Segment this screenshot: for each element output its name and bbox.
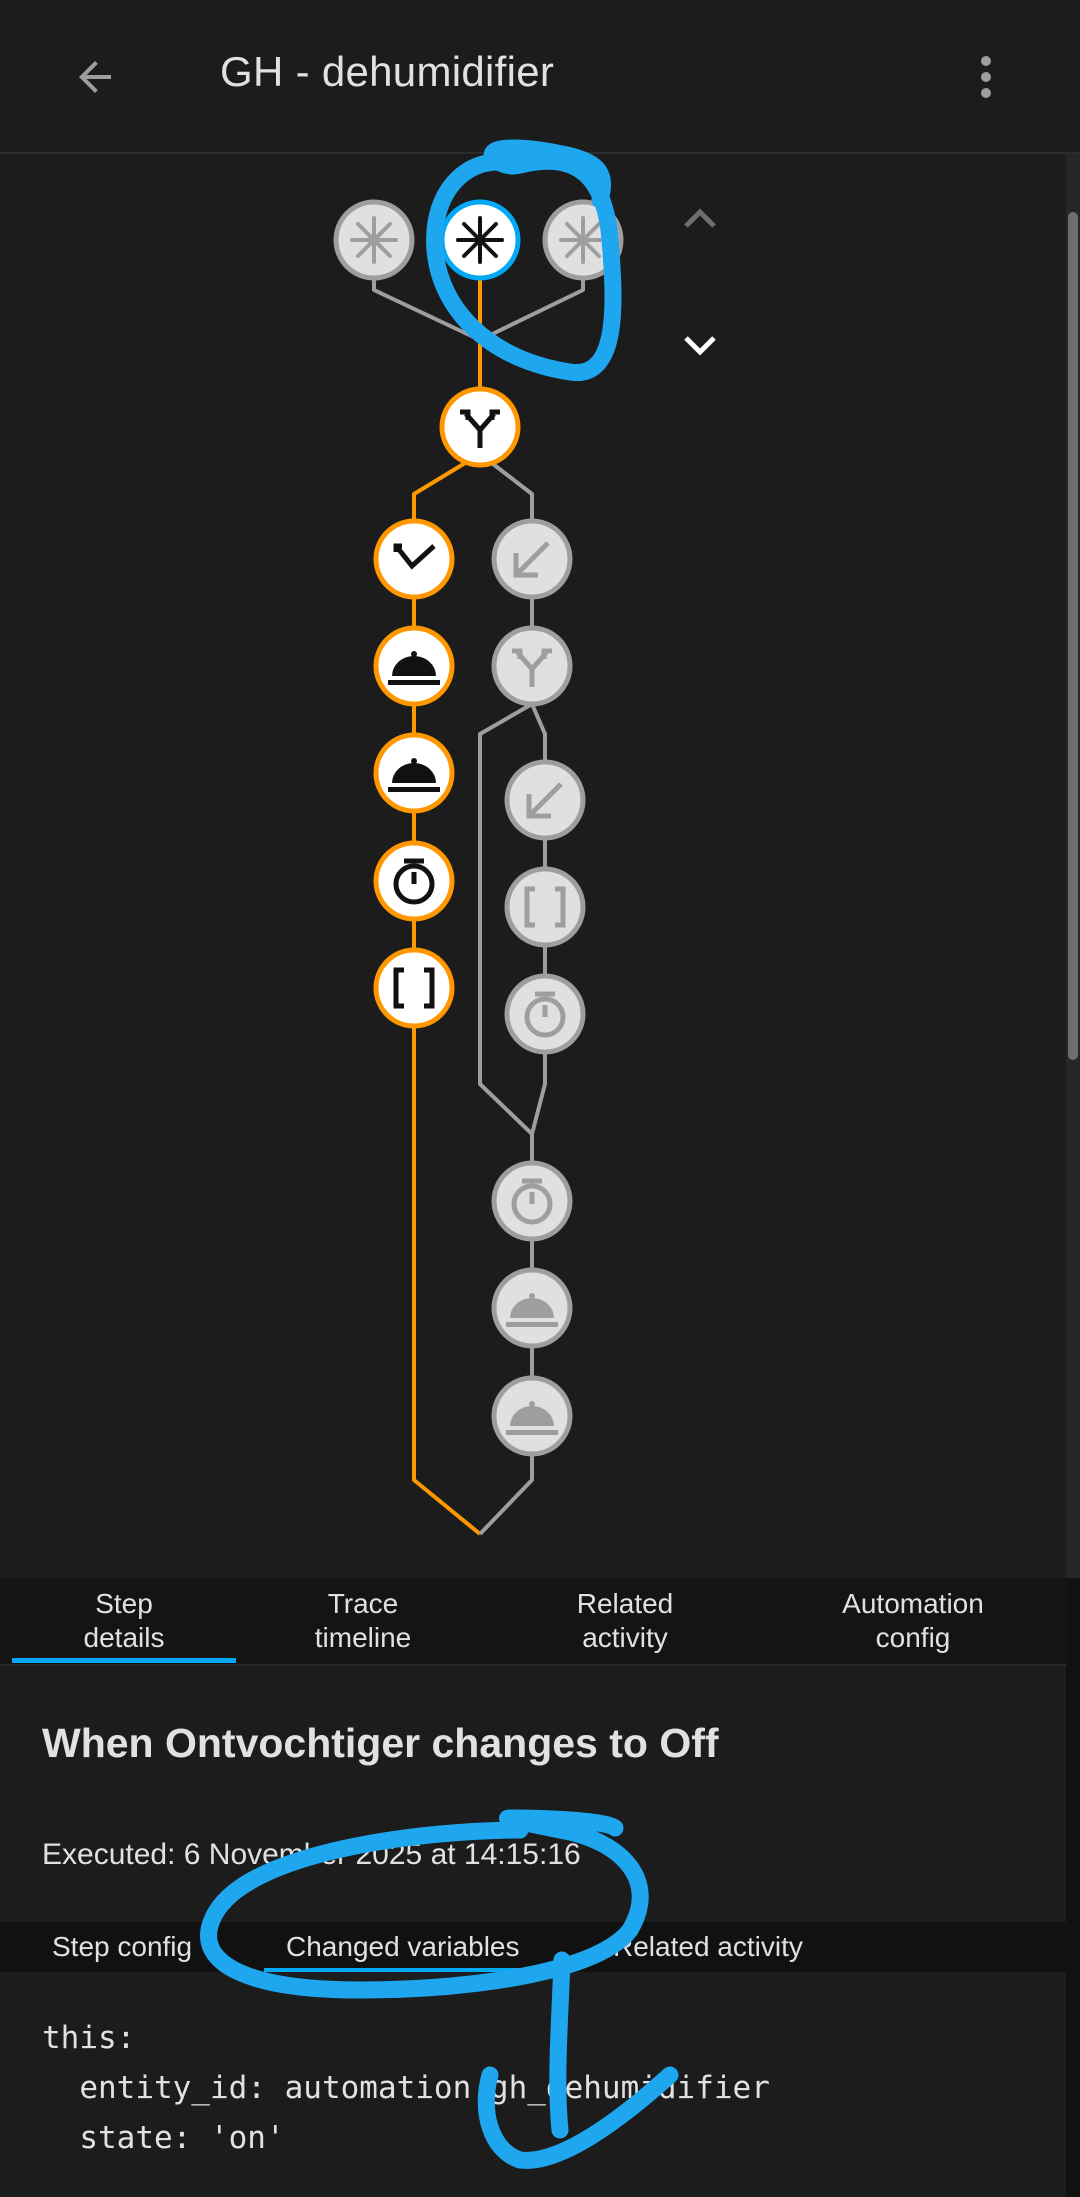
tab-label-line2: config <box>875 1622 951 1653</box>
trigger-asterisk-icon <box>350 216 398 264</box>
delay-node-3[interactable] <box>491 1160 573 1242</box>
arrow-left-icon <box>79 61 111 93</box>
service-node-2[interactable] <box>373 732 455 814</box>
overflow-menu-button[interactable] <box>958 44 1014 110</box>
choose-fork-icon <box>512 648 552 687</box>
yaml-line: this: <box>42 2020 136 2056</box>
step-subtabs: Step config Changed variables Related ac… <box>0 1922 1066 1972</box>
trigger-asterisk-icon <box>559 216 607 264</box>
delay-timer-icon <box>524 991 566 1038</box>
option-arrow-icon <box>513 541 550 578</box>
delay-node-2[interactable] <box>504 973 586 1055</box>
trigger-node-1[interactable] <box>333 199 415 281</box>
branch-line-bottom <box>478 1134 534 1536</box>
service-node-3[interactable] <box>491 1267 573 1349</box>
tab-label-line1: Trace <box>327 1588 399 1619</box>
page-title: GH - dehumidifier <box>220 48 555 95</box>
variables-brackets-icon <box>393 967 435 1009</box>
condition-node[interactable] <box>373 518 455 600</box>
delay-timer-icon <box>393 858 435 905</box>
option-node-1[interactable] <box>491 518 573 600</box>
subtab-changed-variables[interactable]: Changed variables <box>286 1931 520 1962</box>
subtab-step-config[interactable]: Step config <box>52 1931 193 1962</box>
subtab-related-activity[interactable]: Related activity <box>613 1931 803 1962</box>
service-bell-icon <box>506 1293 558 1327</box>
yaml-line: entity_id: automation.gh_dehumidifier <box>42 2070 770 2106</box>
tab-label-line2: details <box>83 1622 165 1653</box>
service-bell-icon <box>506 1401 558 1435</box>
choose-line-left <box>412 452 482 520</box>
choose-line-right <box>478 452 534 520</box>
tab-trace-timeline[interactable]: Trace timeline <box>260 1578 466 1664</box>
branch-line-active <box>412 520 482 1536</box>
tab-automation-config[interactable]: Automation config <box>800 1578 1026 1664</box>
inner-choose-left-line <box>478 702 534 1136</box>
active-subtab-indicator <box>264 1968 540 1972</box>
trigger-node-2-selected[interactable] <box>439 199 521 281</box>
delay-node-1[interactable] <box>373 840 455 922</box>
graph-scrollbar-thumb[interactable] <box>1068 212 1078 1060</box>
tab-label-line2: timeline <box>314 1622 412 1653</box>
active-tab-indicator <box>12 1658 236 1663</box>
executed-timestamp: Executed: 6 November 2025 at 14:15:16 <box>42 1838 581 1871</box>
service-bell-icon <box>388 651 440 685</box>
delay-timer-icon <box>511 1178 553 1225</box>
back-button[interactable] <box>62 44 128 110</box>
chevron-down-icon[interactable] <box>670 320 730 370</box>
choose-node[interactable] <box>439 386 521 468</box>
condition-check-icon <box>393 543 436 570</box>
option-node-2[interactable] <box>504 759 586 841</box>
trace-graph-canvas <box>333 190 730 1536</box>
variables-node-2[interactable] <box>504 866 586 948</box>
service-node-1[interactable] <box>373 625 455 707</box>
tab-label-line1: Step <box>95 1588 153 1619</box>
option-arrow-icon <box>526 782 563 819</box>
trigger-node-3[interactable] <box>542 199 624 281</box>
variables-brackets-icon <box>524 886 566 928</box>
inner-choose-node[interactable] <box>491 625 573 707</box>
dots-vertical-icon <box>981 56 991 98</box>
trace-tabs: Step details Trace timeline Related acti… <box>0 1578 1066 1666</box>
chevron-up-icon[interactable] <box>670 190 730 240</box>
choose-fork-icon <box>460 409 500 448</box>
trigger-asterisk-icon <box>456 216 504 264</box>
trace-graph <box>0 154 1066 1578</box>
variables-node-1[interactable] <box>373 947 455 1029</box>
tab-label-line1: Related <box>576 1588 674 1619</box>
variables-yaml: this: entity_id: automation.gh_dehumidif… <box>0 1974 1066 2197</box>
yaml-line: state: 'on' <box>42 2120 285 2156</box>
tab-step-details[interactable]: Step details <box>12 1578 236 1664</box>
service-bell-icon <box>388 758 440 792</box>
tab-label-line2: activity <box>582 1622 668 1653</box>
tab-label-line1: Automation <box>842 1588 984 1619</box>
app-header: GH - dehumidifier <box>0 0 1080 154</box>
step-title: When Ontvochtiger changes to Off <box>42 1720 719 1766</box>
service-node-4[interactable] <box>491 1375 573 1457</box>
tab-related-activity[interactable]: Related activity <box>520 1578 730 1664</box>
